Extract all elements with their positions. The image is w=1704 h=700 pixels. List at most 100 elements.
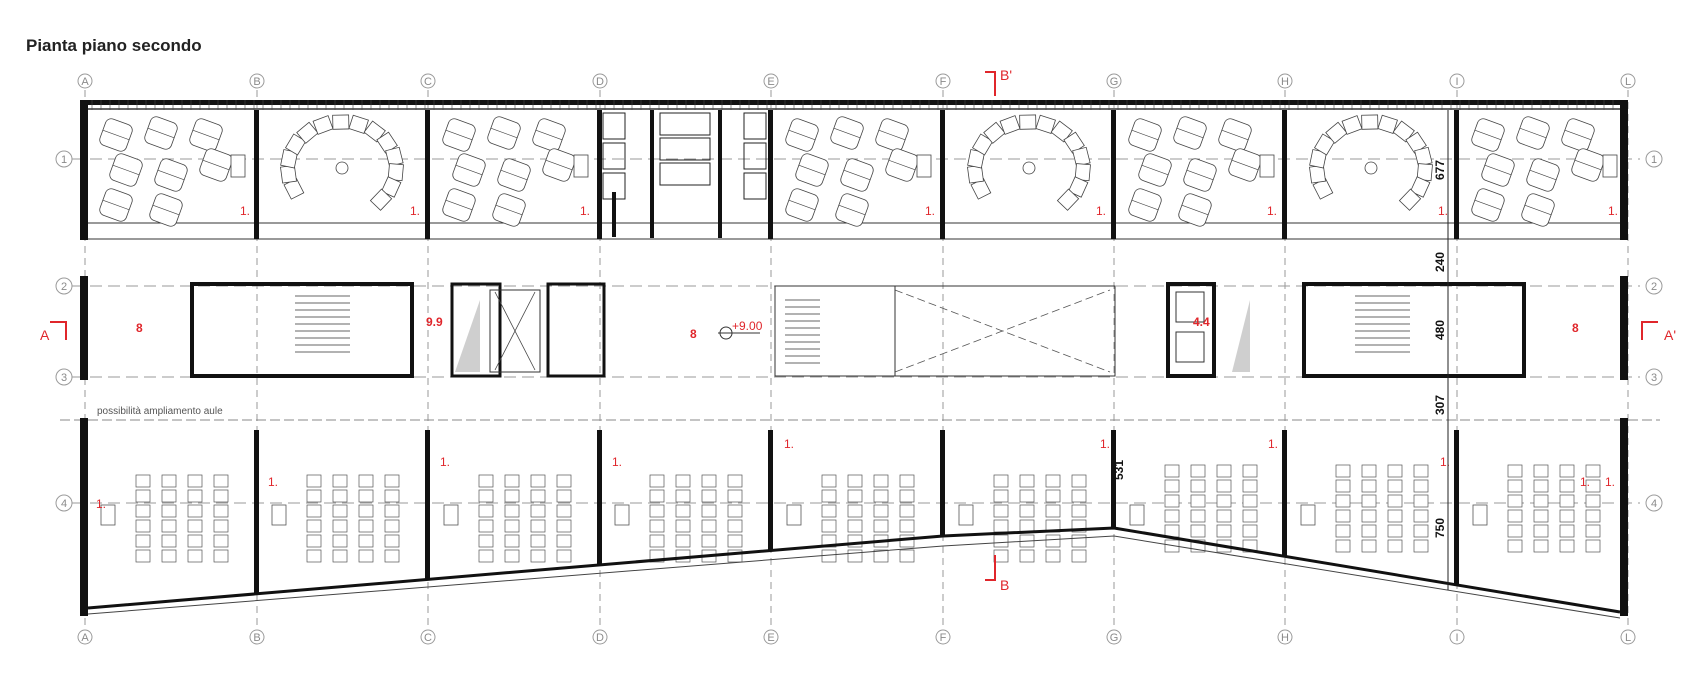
classroom-chair	[1387, 509, 1403, 523]
classroom-chair	[899, 519, 915, 533]
classroom-chair	[1335, 509, 1351, 523]
seminar-chair	[1067, 176, 1089, 198]
section-mark-a	[50, 321, 67, 340]
dimension-value: 307	[1433, 395, 1447, 415]
desk-split	[798, 164, 826, 176]
classroom-chair	[358, 549, 374, 563]
classroom-chair	[1019, 474, 1035, 488]
classroom-chair	[161, 474, 177, 488]
axis-bubble-H	[1277, 73, 1293, 89]
section-label-b: B	[1000, 577, 1009, 593]
classroom-chair	[306, 534, 322, 548]
classroom-chair	[993, 474, 1009, 488]
classroom-chair	[1045, 504, 1061, 518]
classroom-chair	[1164, 464, 1180, 478]
classroom-chair	[1585, 479, 1601, 493]
axis-label-A: A	[81, 76, 89, 88]
classroom-chair	[1387, 479, 1403, 493]
room-label: 1.	[268, 475, 278, 489]
dimension-value: 531	[1112, 460, 1126, 480]
seminar-table	[1364, 161, 1378, 175]
axis-label-G: G	[1110, 632, 1119, 644]
seminar-chair	[1414, 146, 1433, 167]
axis-label-C: C	[424, 76, 432, 88]
classroom-chair	[384, 549, 400, 563]
classroom-chair	[556, 489, 572, 503]
axis-bubble-row-1	[55, 150, 73, 168]
axis-bubble-I	[1449, 629, 1465, 645]
classroom-chair	[899, 549, 915, 563]
classroom-chair	[1585, 524, 1601, 538]
classroom-chair	[306, 549, 322, 563]
section-mark-b-prime	[985, 71, 996, 96]
classroom-chair	[847, 549, 863, 563]
classroom-chair	[1559, 464, 1575, 478]
room-label: 1.	[410, 204, 420, 218]
classroom-chair	[161, 534, 177, 548]
classroom-chair	[1387, 464, 1403, 478]
partition-bottom	[254, 430, 259, 594]
desk-split	[1231, 159, 1259, 171]
classroom-chair	[899, 534, 915, 548]
axis-label-row-2: 2	[61, 281, 67, 293]
desk-split	[1529, 169, 1557, 181]
classroom-chair	[1216, 509, 1232, 523]
classroom-chair	[649, 534, 665, 548]
space-label: 8	[1572, 321, 1579, 335]
partition-bottom	[597, 430, 602, 565]
toilet-wall	[612, 192, 616, 237]
classroom-chair	[675, 489, 691, 503]
classroom-chair	[358, 474, 374, 488]
classroom-chair	[384, 474, 400, 488]
classroom-chair	[1019, 519, 1035, 533]
toilet-stall	[743, 112, 767, 140]
classroom-chair	[675, 474, 691, 488]
classroom-chair	[1045, 489, 1061, 503]
classroom-chair	[1164, 479, 1180, 493]
wall-left-bottom	[80, 418, 88, 616]
axis-label-D: D	[596, 76, 604, 88]
classroom-chair	[358, 504, 374, 518]
outer-wall-bottom	[87, 526, 1621, 614]
classroom-chair	[727, 519, 743, 533]
shaft-hatch-right	[1232, 300, 1250, 372]
classroom-chair	[1361, 524, 1377, 538]
room-label: 1.	[612, 455, 622, 469]
classroom-chair	[1387, 494, 1403, 508]
axis-bubble-row-2	[1645, 277, 1663, 295]
atrium-void	[774, 285, 1116, 377]
walls-layer	[80, 100, 1628, 619]
partition-top	[254, 110, 259, 239]
classroom-chair	[1507, 494, 1523, 508]
classroom-chair	[1071, 549, 1087, 563]
classroom-chair	[556, 474, 572, 488]
classroom-chair	[161, 504, 177, 518]
classroom-chair	[1019, 504, 1035, 518]
classroom-chair	[1335, 479, 1351, 493]
partition-top	[1454, 110, 1459, 239]
classroom-chair	[1413, 509, 1429, 523]
classroom-chair	[1533, 509, 1549, 523]
lift-left	[450, 282, 502, 378]
axis-label-L: L	[1625, 76, 1631, 88]
room-label: 1.	[1267, 204, 1277, 218]
classroom-chair	[1164, 524, 1180, 538]
dimension-value: 240	[1433, 252, 1447, 272]
teacher-desk	[1259, 154, 1275, 178]
classroom-chair	[899, 504, 915, 518]
elevation-value: +9.00	[732, 319, 763, 333]
shaft-hatch	[455, 300, 480, 372]
classroom-chair	[847, 504, 863, 518]
room-label: 1.	[925, 204, 935, 218]
seminar-chair	[1072, 146, 1091, 167]
classroom-chair	[993, 549, 1009, 563]
classroom-chair	[1335, 539, 1351, 553]
seminar-chair	[983, 121, 1006, 144]
classroom-chair	[213, 549, 229, 563]
classroom-chair	[1533, 524, 1549, 538]
classroom-chair	[847, 519, 863, 533]
seminar-chair	[1056, 188, 1080, 211]
desk-split	[1574, 159, 1602, 171]
teacher-desk	[614, 504, 630, 526]
classroom-chair	[821, 549, 837, 563]
